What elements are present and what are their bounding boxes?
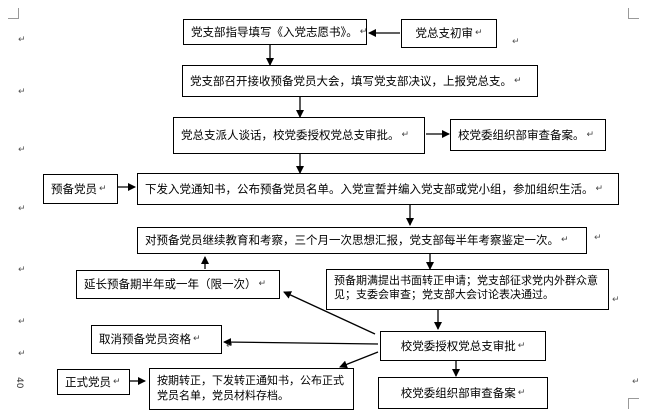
paragraph-mark: ↵ xyxy=(512,37,520,47)
branch-meeting-text: 党支部召开接收预备党员大会，填写党支部决议，上报党总支。 xyxy=(190,73,512,88)
paragraph-mark: ↵ xyxy=(18,349,26,359)
page-corner-mark xyxy=(628,398,639,409)
talk-approve-text: 党总支派人谈话，校党委授权党总支审批。 xyxy=(181,128,400,142)
return-mark: ↵ xyxy=(401,130,410,140)
apply-regular-text: 预备期满提出书面转正申请；党支部征求党内外群众意见；支委会审查；党支部大会讨论表… xyxy=(334,274,598,301)
return-mark: ↵ xyxy=(99,183,107,194)
paragraph-mark: ↵ xyxy=(18,35,26,45)
return-mark: ↵ xyxy=(193,334,201,344)
branch-meeting-box: 党支部召开接收预备党员大会，填写党支部决议，上报党总支。↵ xyxy=(182,65,538,97)
on-time-regular-box: 按期转正，下发转正通知书，公布正式党员名单，党员材料存档。 xyxy=(149,368,354,410)
return-mark: ↵ xyxy=(561,235,569,245)
return-mark: ↵ xyxy=(359,26,368,37)
cancel-qualification-box: 取消预备党员资格↵ xyxy=(91,325,222,354)
extend-probation-text: 延长预备期半年或一年（限一次） xyxy=(84,277,257,291)
full-member-text: 正式党员 xyxy=(65,374,111,389)
return-mark: ↵ xyxy=(258,279,267,289)
extend-probation-box: 延长预备期半年或一年（限一次）↵ xyxy=(76,270,280,299)
apply-regular-box: 预备期满提出书面转正申请；党支部征求党内外群众意见；支委会审查；党支部大会讨论表… xyxy=(326,269,609,310)
org-dept-record-text-1: 校党委组织部审查备案。 xyxy=(458,127,585,142)
initial-review-box: 党总支初审↵ xyxy=(401,19,497,48)
talk-approve-box: 党总支派人谈话，校党委授权党总支审批。↵ xyxy=(173,117,425,154)
return-mark: ↵ xyxy=(517,340,526,351)
paragraph-mark: ↵ xyxy=(632,377,640,387)
initial-review-text: 党总支初审 xyxy=(415,26,473,40)
probationary-member-box: 预备党员↵ xyxy=(43,174,118,204)
page-number-marker: 40 xyxy=(14,377,24,389)
return-mark: ↵ xyxy=(517,387,526,398)
arrow-approval-to-cancel xyxy=(223,338,379,347)
on-time-regular-text: 按期转正，下发转正通知书，公布正式党员名单，党员材料存档。 xyxy=(157,374,344,402)
full-member-box: 正式党员↵ xyxy=(57,369,130,395)
return-mark: ↵ xyxy=(514,75,522,86)
authorized-approval-box: 校党委授权党总支审批↵ xyxy=(380,331,546,361)
org-dept-record-box-1: 校党委组织部审查备案。↵ xyxy=(450,119,606,151)
authorized-approval-text: 校党委授权党总支审批 xyxy=(400,338,516,353)
arrow-approval-to-extend xyxy=(283,291,376,335)
paragraph-mark: ↵ xyxy=(594,233,602,243)
probationary-member-text: 预备党员 xyxy=(51,181,97,196)
continue-education-text: 对预备党员继续教育和考察，三个月一次思想汇报，党支部每半年考察鉴定一次。 xyxy=(145,233,559,247)
arrow-approval-to-regular xyxy=(339,351,379,369)
return-mark: ↵ xyxy=(586,129,595,140)
continue-education-box: 对预备党员继续教育和考察，三个月一次思想汇报，党支部每半年考察鉴定一次。↵ xyxy=(137,227,587,254)
org-dept-record-text-2: 校党委组织部审查备案 xyxy=(400,385,516,400)
paragraph-mark: ↵ xyxy=(612,295,620,305)
org-dept-record-box-2: 校党委组织部审查备案↵ xyxy=(378,377,548,409)
paragraph-mark: ↵ xyxy=(18,87,26,97)
notice-publish-text: 下发入党通知书，公布预备党员名单。入党宣誓并编入党支部或党小组，参加组织生活。 xyxy=(145,181,594,196)
page-corner-mark xyxy=(628,8,639,19)
paragraph-mark: ↵ xyxy=(18,265,26,275)
guide-fill-box: 党支部指导填写《入党志愿书》。↵ xyxy=(183,19,367,45)
return-mark: ↵ xyxy=(474,28,483,38)
paragraph-mark: ↵ xyxy=(18,317,26,327)
paragraph-mark: ↵ xyxy=(18,145,26,155)
paragraph-mark: ↵ xyxy=(18,204,26,214)
guide-fill-text: 党支部指导填写《入党志愿书》。 xyxy=(191,24,358,39)
cancel-qualification-text: 取消预备党员资格 xyxy=(99,332,191,346)
page-corner-mark xyxy=(8,8,19,19)
return-mark: ↵ xyxy=(595,183,604,194)
paragraph-mark: ↵ xyxy=(226,341,234,351)
notice-publish-box: 下发入党通知书，公布预备党员名单。入党宣誓并编入党支部或党小组，参加组织生活。↵ xyxy=(137,173,619,205)
return-mark: ↵ xyxy=(113,376,121,387)
